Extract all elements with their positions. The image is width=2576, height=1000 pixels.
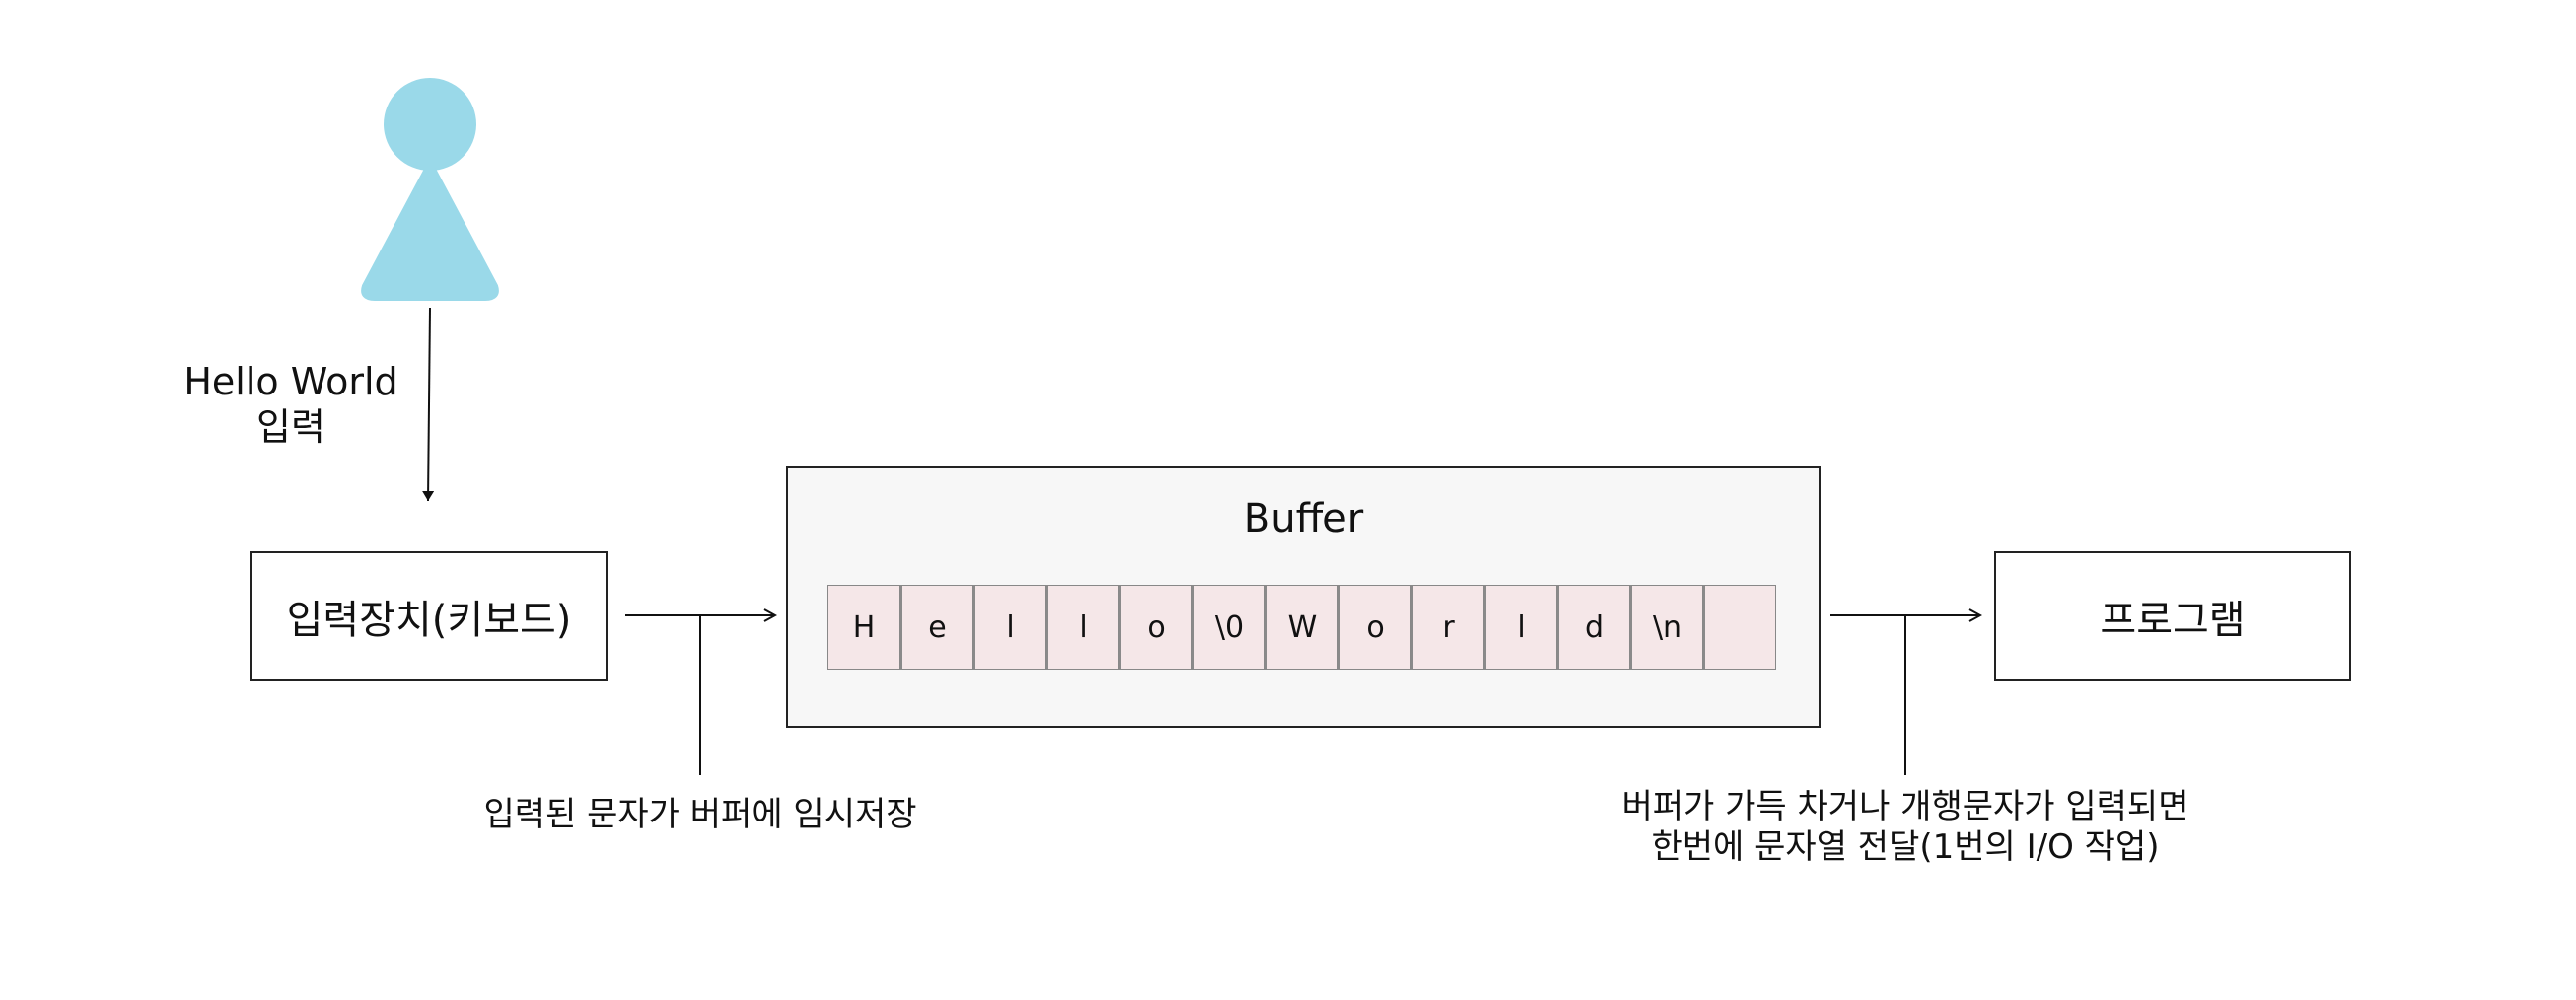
buffer-cells: H e l l o \0 W o r l d \n bbox=[827, 585, 1776, 670]
buffer-cell: d bbox=[1557, 585, 1630, 670]
buffer-cell: l bbox=[1484, 585, 1557, 670]
user-input-subtext: 입력 bbox=[256, 404, 325, 449]
buffer-cell: l bbox=[973, 585, 1046, 670]
right-annotation: 버퍼가 가득 차거나 개행문자가 입력되면 한번에 문자열 전달(1번의 I/O… bbox=[1580, 787, 2231, 868]
left-annotation-text: 입력된 문자가 버퍼에 임시저장 bbox=[483, 795, 917, 834]
right-annotation-line2: 한번에 문자열 전달(1번의 I/O 작업) bbox=[1651, 826, 2160, 867]
input-device-box: 입력장치(키보드) bbox=[250, 551, 608, 681]
buffer-box: Buffer H e l l o \0 W o r l d \n bbox=[786, 466, 1821, 728]
buffer-cell: l bbox=[1046, 585, 1119, 670]
user-input-label: Hello World 입력 bbox=[173, 360, 409, 450]
buffer-title: Buffer bbox=[1243, 496, 1364, 541]
user-input-text: Hello World bbox=[183, 360, 398, 403]
buffer-cell: \n bbox=[1630, 585, 1703, 670]
buffer-cell: W bbox=[1265, 585, 1338, 670]
user-input-arrow bbox=[422, 307, 435, 502]
buffer-cell: o bbox=[1338, 585, 1411, 670]
program-box: 프로그램 bbox=[1994, 551, 2351, 681]
buffer-cell: e bbox=[900, 585, 973, 670]
buffer-cell: \0 bbox=[1192, 585, 1265, 670]
input-device-label: 입력장치(키보드) bbox=[286, 598, 572, 643]
buffer-cell: H bbox=[827, 585, 900, 670]
program-label: 프로그램 bbox=[2100, 598, 2246, 643]
right-annotation-line1: 버퍼가 가득 차거나 개행문자가 입력되면 bbox=[1621, 787, 2189, 826]
person-icon bbox=[361, 78, 499, 301]
left-annotation: 입력된 문자가 버퍼에 임시저장 bbox=[454, 795, 947, 835]
buffer-cell-empty bbox=[1703, 585, 1776, 670]
buffer-cell: r bbox=[1411, 585, 1484, 670]
buffer-cell: o bbox=[1119, 585, 1192, 670]
